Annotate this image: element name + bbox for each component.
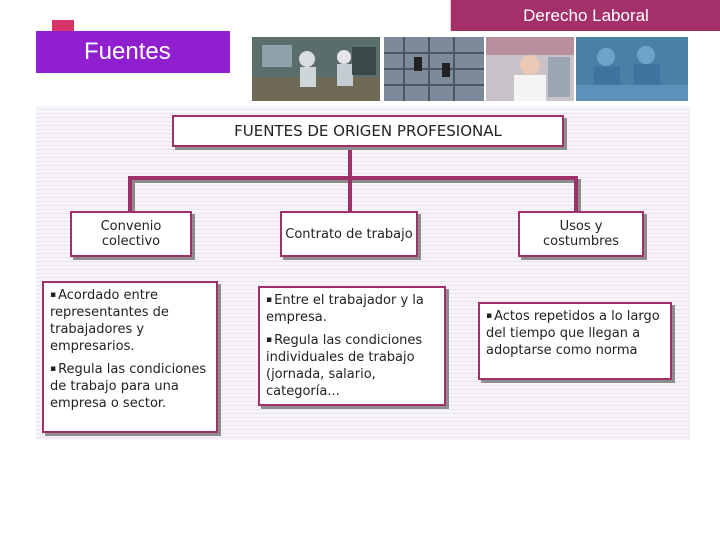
bullet-icon: ▪ xyxy=(266,295,273,305)
branch-node-usos: Usos y costumbres xyxy=(518,211,644,257)
branch-node-contrato: Contrato de trabajo xyxy=(280,211,418,257)
list-item: ▪Acordado entre representantes de trabaj… xyxy=(50,288,169,354)
description-node-convenio: ▪Acordado entre representantes de trabaj… xyxy=(42,281,218,433)
root-node: FUENTES DE ORIGEN PROFESIONAL xyxy=(172,115,564,147)
photo-industrial-workers xyxy=(252,37,380,101)
photo-building-cleaners xyxy=(384,37,484,101)
branch-title: Usos y costumbres xyxy=(543,219,619,249)
connector-left xyxy=(128,178,132,211)
photo-pharmacist xyxy=(486,37,574,101)
connector-horizontal-shadow xyxy=(131,179,581,183)
description-node-contrato: ▪Entre el trabajador y la empresa. ▪Regu… xyxy=(258,286,446,406)
branch-title: Contrato de trabajo xyxy=(285,226,413,242)
branch-node-convenio: Convenio colectivo xyxy=(70,211,192,257)
connector-root-stem xyxy=(348,146,352,178)
list-item: ▪Regula las condiciones individuales de … xyxy=(266,333,423,399)
connector-horizontal xyxy=(128,176,578,180)
root-node-label: FUENTES DE ORIGEN PROFESIONAL xyxy=(234,122,502,140)
bullet-icon: ▪ xyxy=(50,290,57,300)
bullet-icon: ▪ xyxy=(486,311,493,321)
connector-right xyxy=(574,178,578,211)
branch-title: Convenio colectivo xyxy=(100,219,162,249)
connector-right-shadow xyxy=(577,180,581,212)
section-title: Fuentes xyxy=(36,31,230,73)
bullet-icon: ▪ xyxy=(266,335,273,345)
list-item: ▪Entre el trabajador y la empresa. xyxy=(266,293,424,325)
connector-middle xyxy=(348,178,352,211)
list-item: ▪Actos repetidos a lo largo del tiempo q… xyxy=(486,309,660,358)
photo-surgeons xyxy=(576,37,688,101)
description-node-usos: ▪Actos repetidos a lo largo del tiempo q… xyxy=(478,302,672,380)
bullet-icon: ▪ xyxy=(50,364,57,374)
list-item: ▪Regula las condiciones de trabajo para … xyxy=(50,362,207,411)
connector-left-shadow xyxy=(131,180,135,212)
subject-header: Derecho Laboral xyxy=(450,0,720,31)
